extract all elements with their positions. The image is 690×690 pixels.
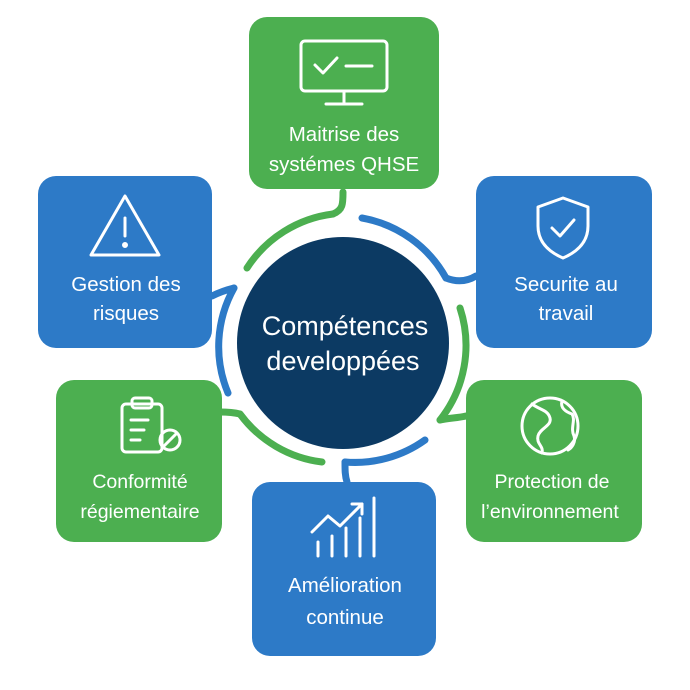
connector-qhse: [329, 188, 347, 218]
ring-arc-top: [243, 210, 337, 272]
card-amelioration: Amélioration continue: [252, 482, 436, 656]
monitor-check-icon: [299, 39, 389, 106]
ring-arc-right: [436, 304, 470, 424]
card-qhse: Maitrise des systémes QHSE: [249, 17, 439, 189]
card-qhse-line2: systémes QHSE: [269, 153, 419, 176]
connector-amelioration: [341, 458, 351, 486]
center-circle: [237, 237, 449, 449]
card-environnement: Protection de l’environnement: [466, 380, 642, 542]
globe-icon: [520, 396, 580, 456]
card-conformite-line2: régiementaire: [80, 501, 199, 523]
connector-conformite: [216, 408, 244, 418]
card-risques-line1: Gestion des: [71, 273, 180, 296]
card-qhse-line1: Maitrise des: [289, 123, 400, 146]
ring-arc-left: [215, 284, 238, 397]
card-amelioration-line2: continue: [306, 606, 384, 629]
center-title-line1: Compétences: [262, 311, 429, 341]
card-risques-line2: risques: [93, 302, 159, 325]
card-risques-bg: [38, 176, 212, 348]
shield-check-icon: [536, 196, 590, 260]
card-conformite-line1: Conformité: [92, 471, 187, 493]
card-securite-line2: travail: [539, 302, 594, 325]
card-risques: Gestion des risques: [38, 176, 212, 348]
card-environnement-line2: l’environnement: [481, 501, 619, 523]
connector-securite: [442, 272, 480, 285]
connector-environnement: [436, 412, 470, 424]
card-conformite: Conformité régiementaire: [56, 380, 222, 542]
connectors: [208, 188, 480, 486]
ring-arc-bottom-left: [236, 410, 326, 466]
card-securite-bg: [476, 176, 652, 348]
card-securite: Securite au travail: [476, 176, 652, 348]
card-environnement-line1: Protection de: [495, 471, 610, 493]
ring-arc-bottom-right: [341, 436, 429, 466]
ring: [215, 210, 470, 466]
card-securite-line1: Securite au: [514, 273, 618, 296]
card-conformite-bg: [56, 380, 222, 542]
card-amelioration-bg: [252, 482, 436, 656]
ring-arc-top-right: [358, 214, 450, 282]
growth-chart-icon: [310, 496, 376, 558]
connector-risques: [208, 284, 238, 300]
warning-icon: [89, 194, 161, 257]
card-environnement-bg: [466, 380, 642, 542]
center-node: Compétences developpées: [237, 237, 449, 449]
clipboard-check-icon: [120, 396, 182, 454]
center-title-line2: developpées: [266, 346, 419, 376]
card-amelioration-line1: Amélioration: [288, 574, 402, 597]
